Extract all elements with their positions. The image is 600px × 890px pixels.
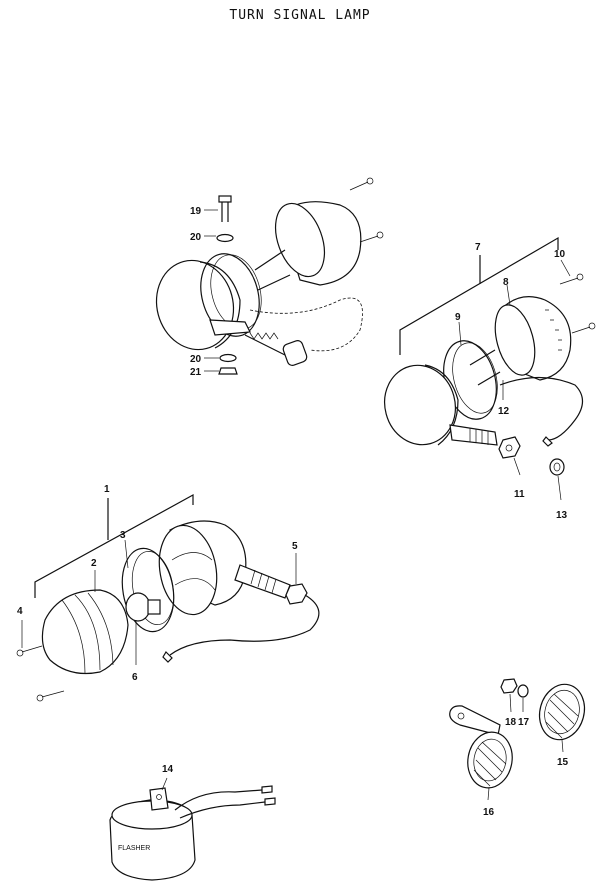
reflector-set: 18 17 15 16 <box>449 678 586 818</box>
part-label-15: 15 <box>557 757 569 768</box>
part-label-18: 18 <box>505 717 517 728</box>
part-label-13: 13 <box>556 510 568 521</box>
part-label-12: 12 <box>498 406 510 417</box>
right-lamp-assembly: 7 8 9 10 11 12 13 <box>384 236 596 521</box>
part-label-11: 11 <box>514 489 525 500</box>
part-label-19: 19 <box>190 206 202 217</box>
part-label-4: 4 <box>17 606 23 617</box>
part-label-2: 2 <box>91 558 97 569</box>
part-label-21: 21 <box>190 367 202 378</box>
flasher-marking: FLASHER <box>118 845 150 852</box>
part-label-6: 6 <box>132 672 138 683</box>
flasher-relay: FLASHER 14 <box>109 764 276 881</box>
part-label-3: 3 <box>120 530 126 541</box>
top-lamp-assembly: 19 20 20 21 <box>155 177 384 378</box>
left-lamp-assembly: 1 2 3 4 5 6 <box>16 484 320 702</box>
part-label-20-bottom: 20 <box>190 354 202 365</box>
diagram-title: TURN SIGNAL LAMP <box>229 8 371 23</box>
part-label-5: 5 <box>292 541 298 552</box>
part-label-14: 14 <box>162 764 174 775</box>
part-label-16: 16 <box>483 807 495 818</box>
part-label-20-top: 20 <box>190 232 202 243</box>
part-label-8: 8 <box>503 277 509 288</box>
part-label-10: 10 <box>554 249 566 260</box>
part-label-17: 17 <box>518 717 530 728</box>
part-label-7: 7 <box>475 242 481 253</box>
part-label-1: 1 <box>104 484 110 495</box>
part-label-9: 9 <box>455 312 461 323</box>
